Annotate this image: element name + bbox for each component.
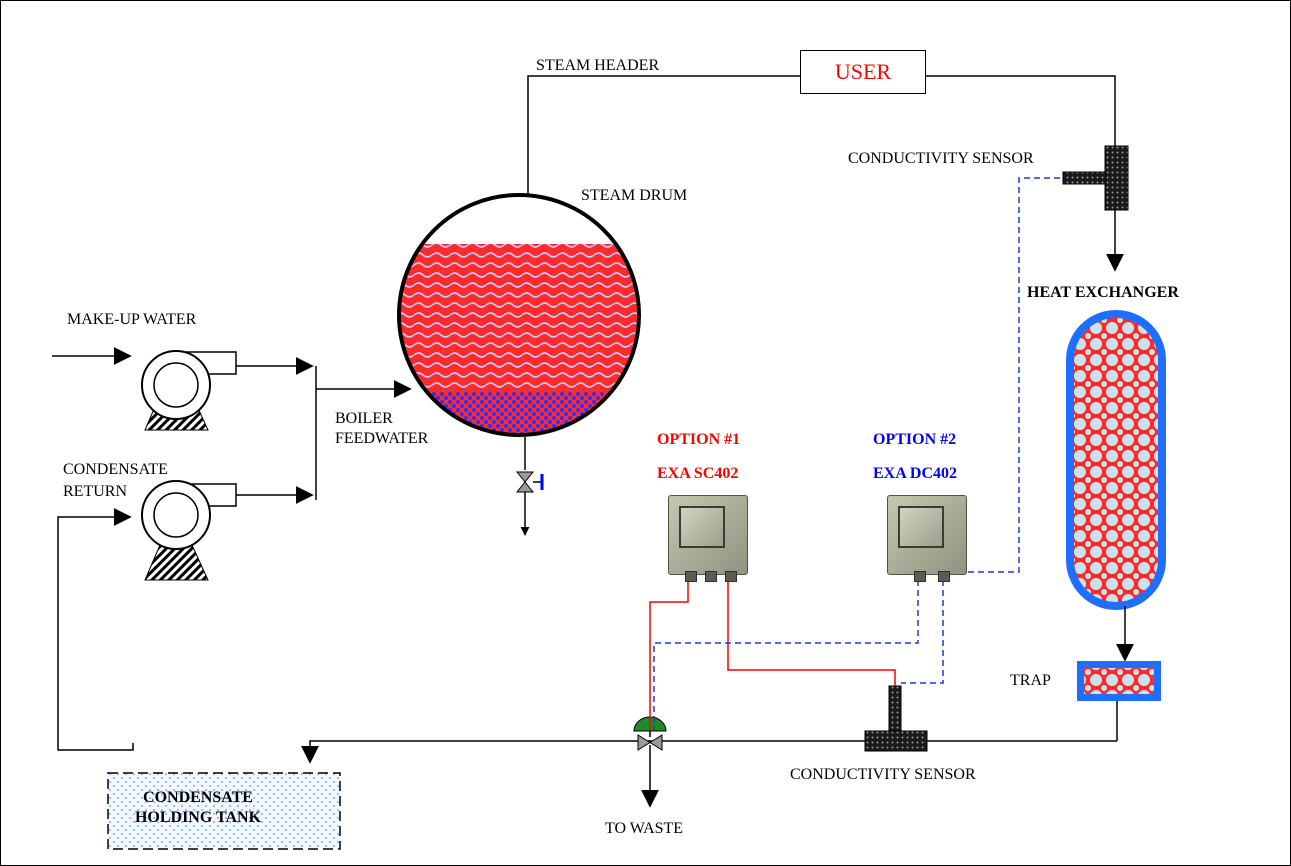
holding-tank-label: CONDENSATE HOLDING TANK [108,788,288,828]
option2-model: EXA DC402 [873,465,958,482]
trap-label: TRAP [1010,672,1051,689]
heat-exchanger [1066,310,1166,662]
waste-valve-icon [633,716,667,808]
heat-exchanger-label: HEAT EXCHANGER [1027,284,1179,301]
conductivity-sensor-icon [1062,145,1129,272]
analyzer-option2-icon [887,495,967,582]
option2-wiring [653,177,1063,730]
option2-title: OPTION #2 [873,431,957,448]
condensate-holding-tank [107,772,341,850]
condensate-label: CONDENSATE [63,461,168,478]
boiler-label: BOILER [335,410,393,427]
option1-wiring [649,570,896,730]
feedwater-line [315,366,412,500]
steam-drum-label: STEAM DRUM [581,187,688,204]
conductivity-sensor-bottom-icon [864,685,928,752]
trap-icon [1077,661,1161,741]
feedwater-label: FEEDWATER [335,430,429,447]
tank-label-line1: CONDENSATE [143,789,253,806]
conductivity-sensor-top-label: CONDUCTIVITY SENSOR [848,150,1034,167]
tank-label-line2: HOLDING TANK [134,809,262,826]
option1-model: EXA SC402 [657,465,739,482]
steam-drum [397,193,641,437]
makeup-pump-icon [52,347,314,431]
to-waste-label: TO WASTE [605,820,684,837]
condensate-pump-icon [57,480,314,751]
blowdown-valve-icon [515,437,544,536]
option1-title: OPTION #1 [657,431,741,448]
return-label: RETURN [63,483,127,500]
steam-header-label: STEAM HEADER [536,57,660,74]
make-up-water-label: MAKE-UP WATER [67,311,197,328]
analyzer-option1-icon [668,495,748,582]
user-box: USER [800,50,926,94]
condensate-return-line [301,740,1117,764]
conductivity-sensor-bottom-label: CONDUCTIVITY SENSOR [790,766,976,783]
steam-header-piping [527,75,1116,197]
user-label: USER [834,59,892,84]
